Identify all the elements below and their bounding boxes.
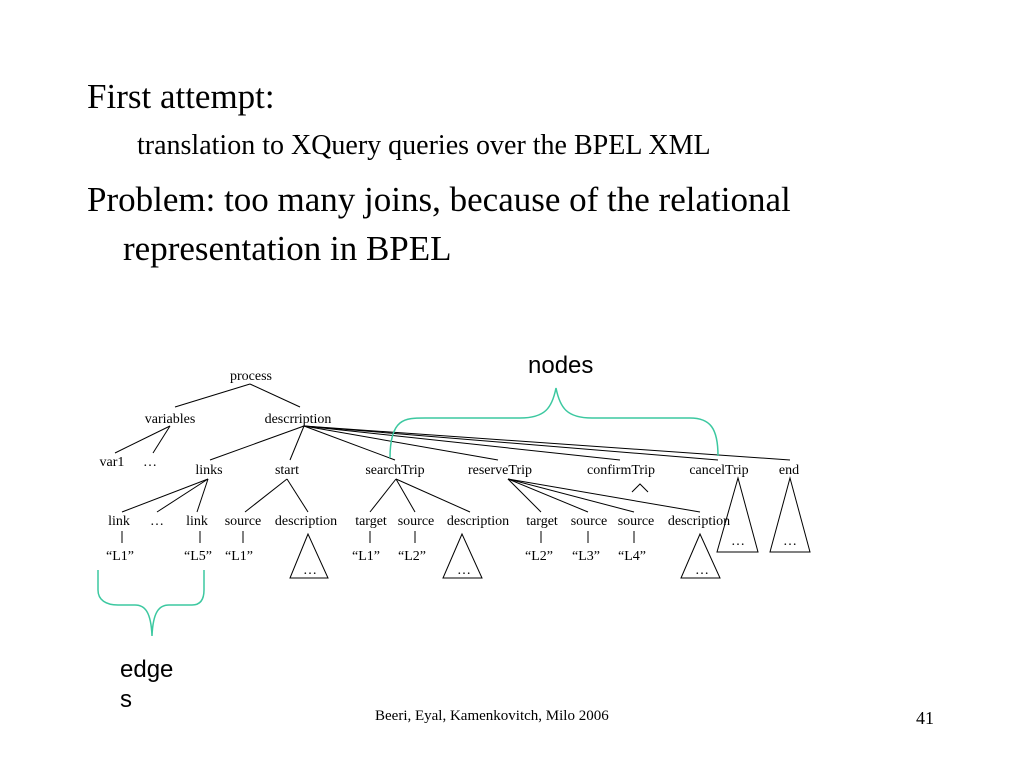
- heading-problem: Problem: too many joins, because of the …: [87, 180, 791, 219]
- node-st-source: source: [398, 514, 435, 529]
- subtree-triangle-searchtrip-description: [442, 532, 483, 579]
- footer-citation: Beeri, Eyal, Kamenkovitch, Milo 2006: [375, 708, 609, 724]
- node-start: start: [275, 463, 299, 478]
- annotation-edges-line1: edge: [120, 656, 174, 683]
- edge-process-variables: [174, 383, 251, 408]
- subtree-triangle-start-description: [289, 532, 329, 579]
- edge-searchtrip-source: [395, 478, 416, 513]
- edge-desc-start: [289, 425, 305, 461]
- edge-reservetrip-target: [507, 478, 542, 513]
- subtree-label-reservetrip-description: …: [695, 563, 709, 578]
- page-number: 41: [916, 708, 934, 728]
- value-l1-link1: “L1”: [106, 549, 134, 564]
- node-descrription: descrription: [265, 412, 332, 427]
- edge-searchtrip-description: [395, 478, 471, 513]
- node-var1: var1: [100, 455, 125, 470]
- value-l1-st-target: “L1”: [352, 549, 380, 564]
- annotation-braces: [97, 387, 719, 637]
- node-rt-target: target: [526, 514, 558, 529]
- edge-links-link5: [196, 478, 209, 513]
- edge-process-descrription: [249, 383, 301, 408]
- value-l4: “L4”: [618, 549, 646, 564]
- nodes-brace: [389, 387, 719, 459]
- edge-desc-canceltrip: [303, 425, 719, 461]
- subtree-triangle-end: [769, 476, 811, 553]
- node-variables: variables: [145, 412, 196, 427]
- node-canceltrip: cancelTrip: [689, 463, 748, 478]
- subpoint-translation: translation to XQuery queries over the B…: [137, 130, 711, 161]
- subtree-triangle-canceltrip: [716, 476, 759, 553]
- confirmtrip-collapsed-marker: [631, 483, 649, 493]
- node-link-more: …: [150, 514, 164, 529]
- heading-problem-continued: representation in BPEL: [123, 229, 452, 268]
- value-l5: “L5”: [184, 549, 212, 564]
- annotation-nodes: nodes: [528, 352, 594, 379]
- edge-desc-searchtrip: [303, 425, 396, 461]
- annotation-edges-line2: s: [120, 686, 132, 713]
- subtree-triangle-reservetrip-description: [680, 532, 721, 579]
- node-start-source: source: [225, 514, 262, 529]
- edge-reservetrip-source2: [507, 478, 635, 513]
- edge-desc-end: [303, 425, 791, 461]
- subtree-label-start-description: …: [303, 563, 317, 578]
- edge-reservetrip-description: [507, 478, 701, 513]
- value-l1-start-source: “L1”: [225, 549, 253, 564]
- node-reservetrip: reserveTrip: [468, 463, 532, 478]
- edge-desc-links: [209, 425, 305, 461]
- edge-links-link1: [121, 478, 209, 513]
- edges-brace: [97, 570, 205, 637]
- value-l2-st-source: “L2”: [398, 549, 426, 564]
- node-rt-description: description: [668, 514, 730, 529]
- node-confirmtrip: confirmTrip: [587, 463, 655, 478]
- node-var-more: …: [143, 455, 157, 470]
- value-l3: “L3”: [572, 549, 600, 564]
- value-l2-rt-target: “L2”: [525, 549, 553, 564]
- tree-edges: [114, 383, 811, 579]
- edge-variables-more: [152, 425, 171, 454]
- node-process: process: [230, 369, 272, 384]
- node-rt-source1: source: [571, 514, 608, 529]
- edge-desc-reservetrip: [303, 425, 499, 461]
- node-rt-source2: source: [618, 514, 655, 529]
- node-links: links: [195, 463, 222, 478]
- node-start-description: description: [275, 514, 337, 529]
- edge-reservetrip-source1: [507, 478, 589, 513]
- tree-labels: process variables descrription var1 … li…: [100, 369, 800, 578]
- node-link5: link: [186, 514, 208, 529]
- node-st-description: description: [447, 514, 509, 529]
- edge-start-source: [244, 478, 288, 513]
- edge-variables-var1: [114, 425, 171, 454]
- heading-first-attempt: First attempt:: [87, 77, 275, 116]
- subtree-label-end: …: [783, 534, 797, 549]
- node-searchtrip: searchTrip: [365, 463, 424, 478]
- edge-searchtrip-target: [369, 478, 397, 513]
- subtree-label-searchtrip-description: …: [457, 563, 471, 578]
- edge-desc-confirmtrip: [303, 425, 621, 461]
- node-link1: link: [108, 514, 130, 529]
- subtree-label-canceltrip: …: [731, 534, 745, 549]
- edge-start-description: [286, 478, 309, 513]
- node-end: end: [779, 463, 799, 478]
- node-st-target: target: [355, 514, 387, 529]
- edge-links-more: [156, 478, 209, 513]
